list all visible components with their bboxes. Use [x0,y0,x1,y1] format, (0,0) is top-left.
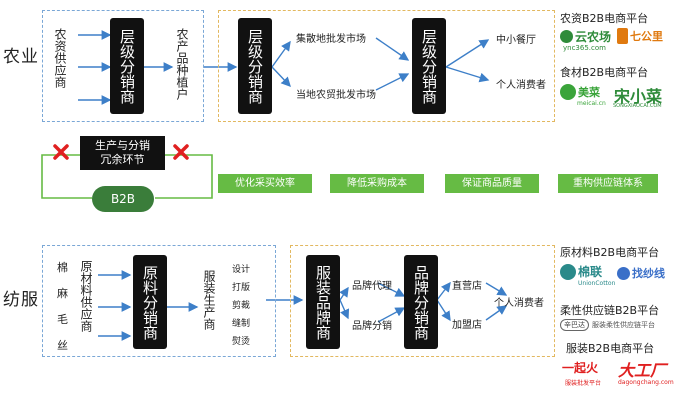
qigongli-mark-icon [617,28,628,44]
bypass-loop [155,154,213,199]
redundant-links-box: 生产与分销 冗余环节 [80,136,165,170]
arrow [485,282,508,296]
red-x-icon [172,143,190,161]
arrow [445,39,490,68]
arrow [271,40,291,68]
textile-logo-mianlian: 棉联 [560,263,602,280]
textile-step-2: 打版 [232,283,251,293]
agri-box-2: 层级分销商 [238,18,272,114]
arrow [375,37,410,61]
textile-logo-xinbada: 辛巴达 服装柔性供应链平台 [560,319,655,331]
agri-product-label: 农产品种植户 [175,28,189,100]
arrow [339,299,350,320]
textile-platform-2-title: 柔性供应链B2B平台 [560,304,660,317]
agri-supplier-label: 农资供应商 [53,28,67,88]
bypass-loop [41,154,92,199]
cloud-icon [560,30,573,43]
textile-raw-3: 毛 [57,313,68,326]
textile-supply-outline [42,245,276,357]
arrow [375,73,410,91]
textile-box-2: 服装品牌商 [306,255,340,349]
benefit-2: 降低采购成本 [330,174,424,193]
textile-logo-dagongchang: 大工厂 [618,361,667,380]
textile-supplier-label: 原材料供应商 [79,260,93,332]
benefit-4: 重构供应链体系 [558,174,658,193]
red-x-icon [52,143,70,161]
arrow [377,282,406,297]
arrow [445,66,490,83]
textile-mid-2: 品牌分销 [352,321,392,332]
arrow [485,305,508,321]
agri-logo-qigongli: 七公里 [617,28,663,44]
arrow [436,299,451,322]
textile-step-3: 剪裁 [232,301,251,311]
textile-step-4: 缝制 [232,319,251,329]
textile-distrib-outline [290,245,555,357]
agri-platform-2-title: 食材B2B电商平台 [560,66,649,79]
agri-logo-songxiaocai: 宋小菜 [614,87,663,106]
benefit-3: 保证商品质量 [445,174,539,193]
arrow [436,281,451,301]
agri-supply-outline [42,10,204,122]
textile-logo-yiqihuo-sub: 服装批发平台 [565,380,602,387]
textile-logo-yiqihuo: 一起火 [562,361,599,375]
section-title-agri: 农业 [3,47,39,67]
agri-dest-2: 个人消费者 [496,80,546,91]
agri-logo-meicai: 美菜 [560,84,600,100]
textile-raw-2: 麻 [57,287,68,300]
textile-producer-label: 服装生产商 [202,270,216,330]
leaf-icon [560,84,576,100]
textile-box-1: 原料分销商 [133,255,167,349]
textile-outlet-2: 加盟店 [452,320,482,331]
agri-logo-yunnongchang: 云农场 [560,28,611,45]
textile-platform-3-title: 服装B2B电商平台 [566,342,655,355]
textile-logo-mianlian-sub: UnionCotton [578,280,616,287]
textile-outlet-1: 直营店 [452,281,482,292]
arrow [271,66,291,88]
textile-step-1: 设计 [232,265,251,275]
textile-dest: 个人消费者 [494,298,544,309]
arrow [377,307,406,323]
agri-distrib-outline [218,10,555,122]
agri-logo-meicai-sub: meicai.cn [577,100,606,107]
agri-platform-1-title: 农资B2B电商平台 [560,12,649,25]
textile-box-3: 品牌分销商 [404,255,438,349]
textile-mid-1: 品牌代理 [352,281,392,292]
agri-dest-1: 中小餐厅 [496,35,536,46]
cotton-icon [560,263,576,280]
textile-logo-zhaoshaxian: 找纱线 [617,265,665,281]
agri-logo-songxiaocai-sub: SONGXIAOCAI.COM [613,103,662,109]
agri-logo-yunnongchang-sub: ync365.com [563,44,606,52]
b2b-badge: B2B [92,186,154,212]
yarn-icon [617,266,630,280]
benefit-1: 优化采买效率 [218,174,312,193]
textile-raw-1: 棉 [57,261,68,274]
textile-platform-1-title: 原材料B2B电商平台 [560,246,660,259]
textile-raw-4: 丝 [57,339,68,352]
agri-box-3: 层级分销商 [412,18,446,114]
agri-market-2: 当地农贸批发市场 [296,90,376,101]
textile-step-5: 熨烫 [232,337,251,347]
agri-market-1: 集散地批发市场 [296,34,366,45]
textile-logo-dagongchang-sub: dagongchang.com [618,379,674,386]
agri-box-1: 层级分销商 [110,18,144,114]
arrow [339,286,349,301]
section-title-textile: 纺服 [3,290,39,310]
